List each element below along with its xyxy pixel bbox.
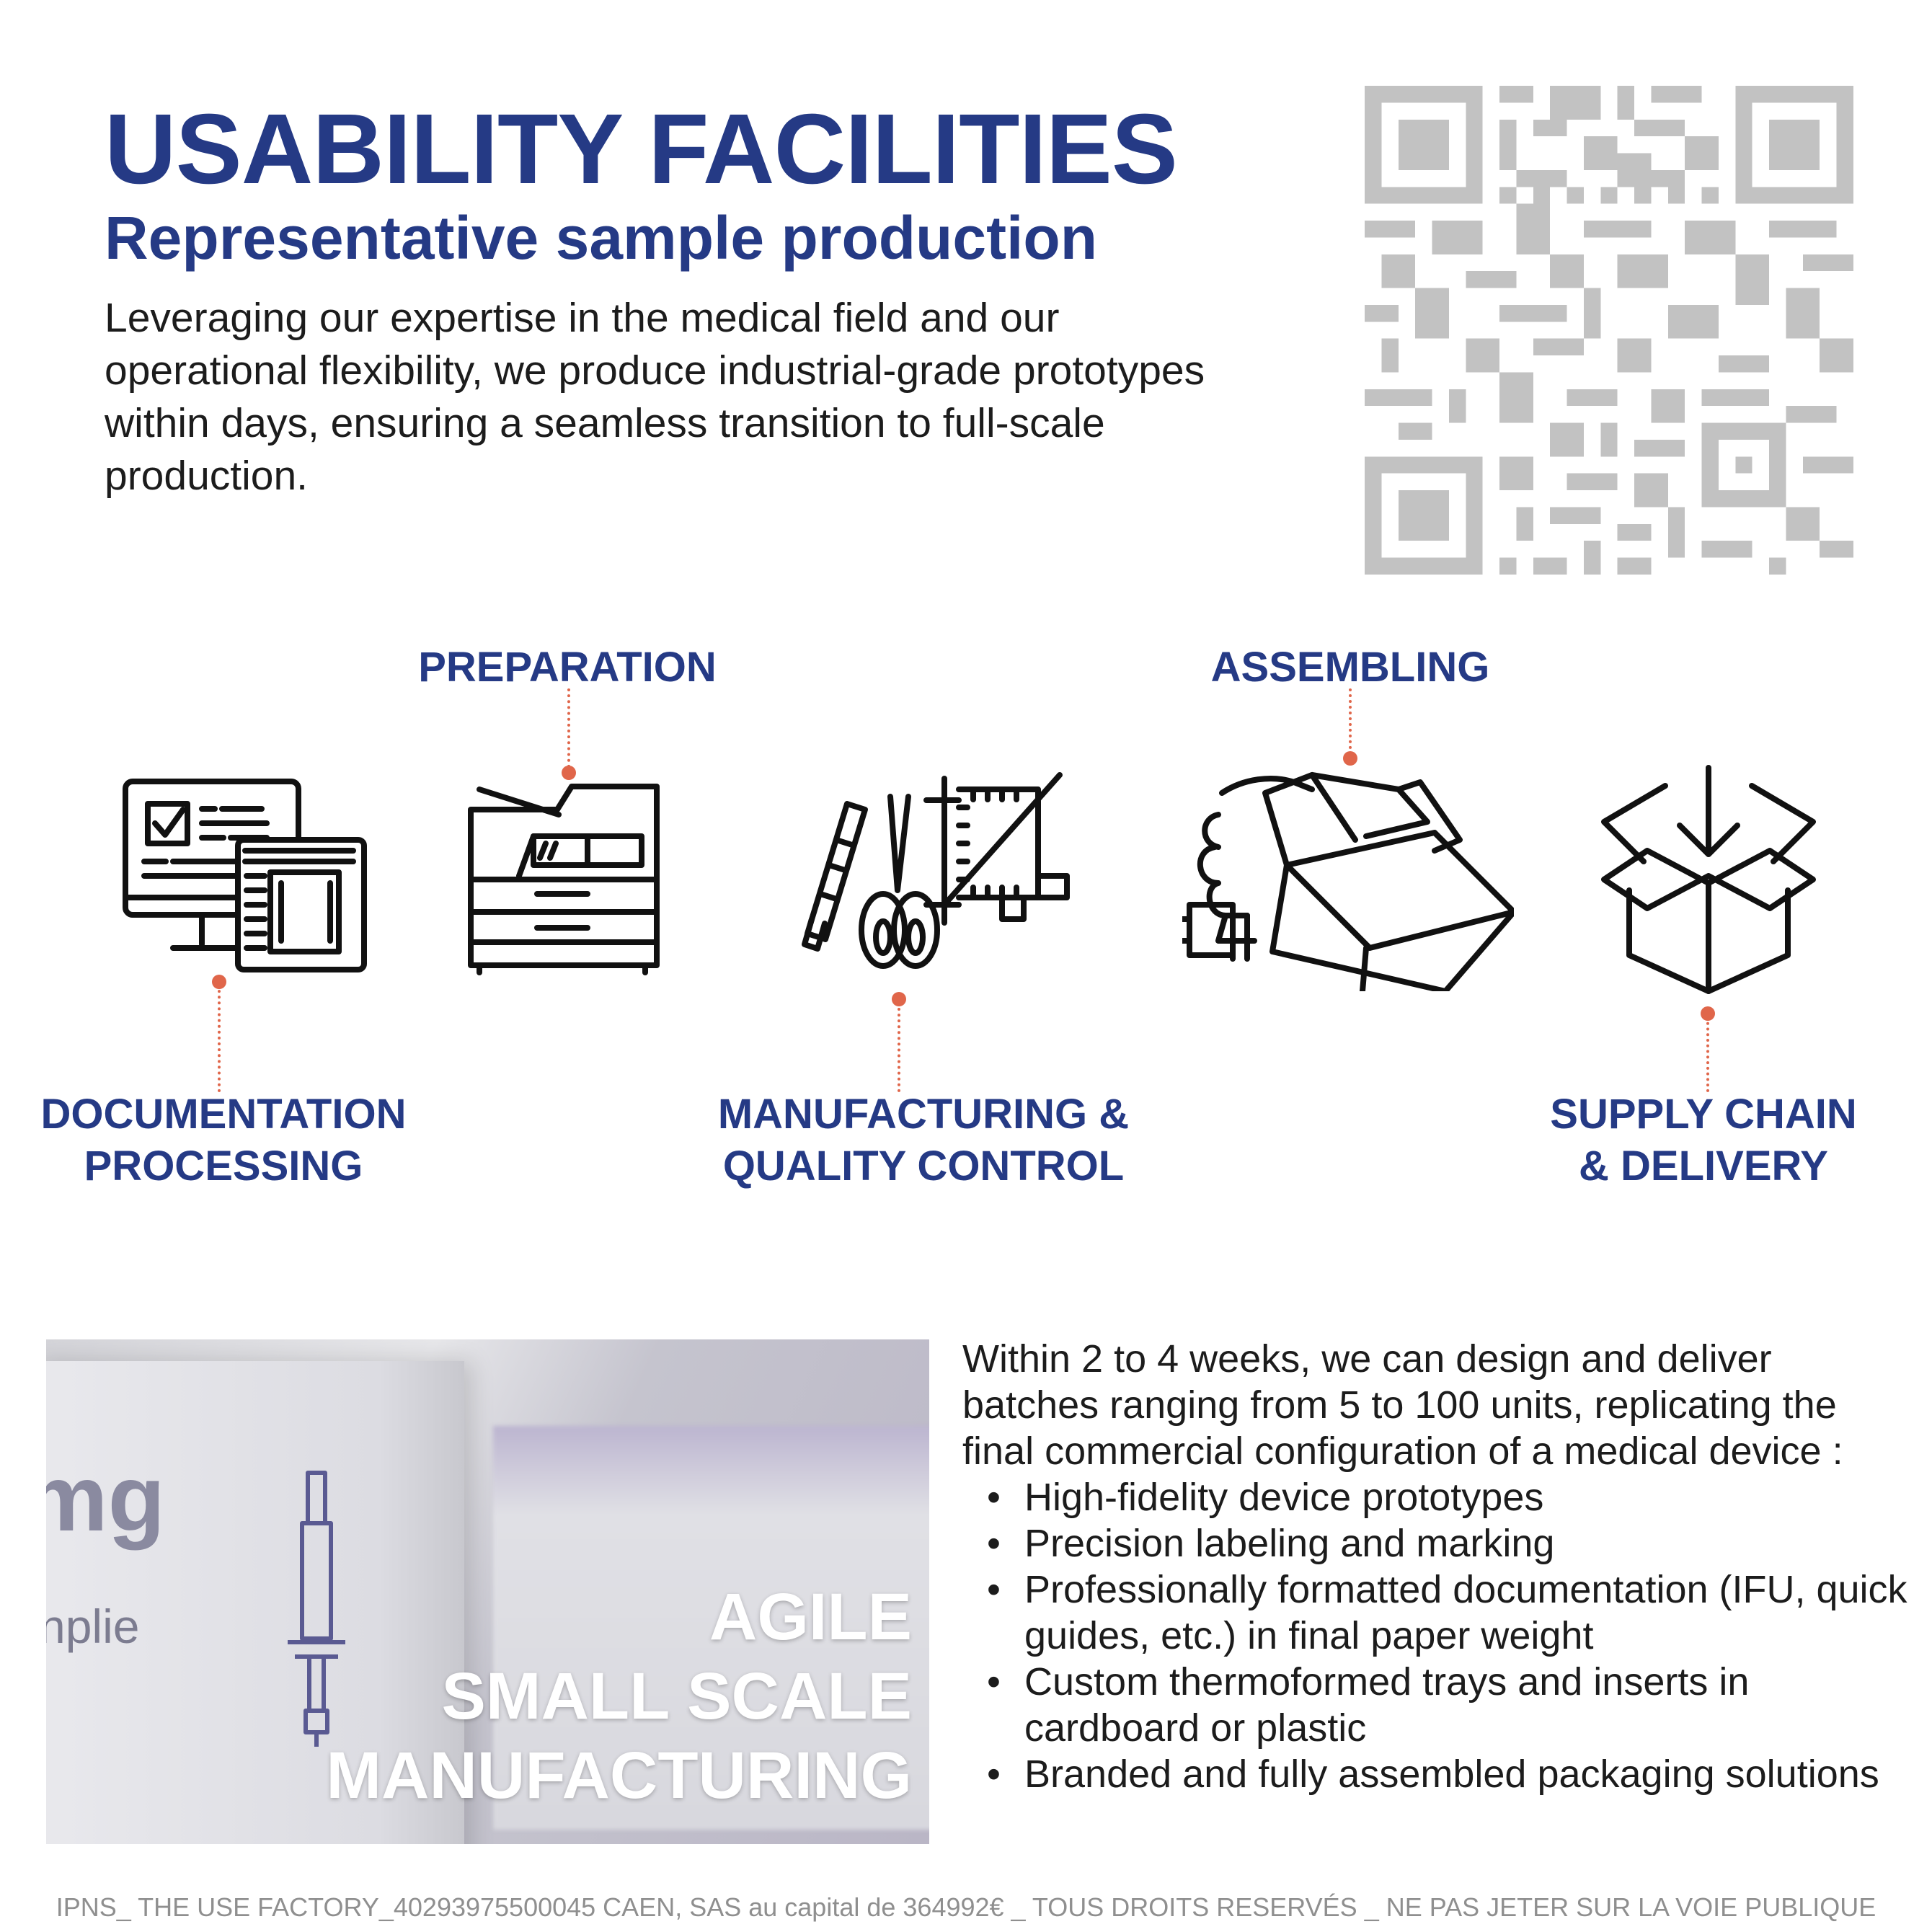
foreground-box bbox=[46, 1361, 464, 1844]
list-item: Branded and fully assembled packaging so… bbox=[962, 1751, 1914, 1797]
step-label-assembling: ASSEMBLING bbox=[1211, 642, 1490, 694]
product-photo: mg nplie AGILE SMALL SCALE MANUFACTURING bbox=[46, 1339, 929, 1844]
step-label-documentation: DOCUMENTATION PROCESSING bbox=[41, 1089, 407, 1192]
step-label-line: PROCESSING bbox=[84, 1143, 363, 1189]
hand-box-icon bbox=[1182, 772, 1514, 991]
computer-documents-icon bbox=[123, 779, 367, 972]
printer-icon bbox=[468, 784, 660, 975]
syringe-icon bbox=[288, 1471, 345, 1747]
connector-dot bbox=[1701, 1006, 1715, 1021]
connector-line bbox=[1706, 1016, 1709, 1092]
list-item: High-fidelity device prototypes bbox=[962, 1474, 1914, 1520]
intro-paragraph: Leveraging our expertise in the medical … bbox=[105, 295, 1205, 499]
step-label-line: SUPPLY CHAIN bbox=[1550, 1091, 1857, 1138]
connector-line bbox=[567, 688, 570, 768]
step-label-supply-chain: SUPPLY CHAIN & DELIVERY bbox=[1550, 1089, 1856, 1192]
step-label-line: MANUFACTURING & bbox=[717, 1091, 1130, 1138]
cutting-tools-icon bbox=[802, 772, 1070, 969]
connector-line bbox=[898, 1002, 900, 1092]
step-label-line: DOCUMENTATION bbox=[40, 1091, 407, 1138]
step-label-line: QUALITY CONTROL bbox=[722, 1143, 1125, 1189]
step-label-line: & DELIVERY bbox=[1579, 1143, 1828, 1189]
connector-line bbox=[218, 984, 221, 1092]
details-bullet-list: High-fidelity device prototypes Precisio… bbox=[962, 1474, 1914, 1797]
connector-line bbox=[1349, 688, 1352, 761]
page-title: USABILITY FACILITIES bbox=[105, 94, 1178, 205]
box-delivery-icon bbox=[1601, 765, 1816, 994]
details-intro: Within 2 to 4 weeks, we can design and d… bbox=[962, 1337, 1843, 1473]
page-subtitle: Representative sample production bbox=[105, 204, 1098, 272]
caption-line: SMALL SCALE bbox=[441, 1660, 912, 1733]
step-label-manufacturing: MANUFACTURING & QUALITY CONTROL bbox=[718, 1089, 1129, 1192]
footer-legal-text: IPNS_ THE USE FACTORY_40293975500045 CAE… bbox=[56, 1892, 1876, 1922]
caption-line: AGILE bbox=[709, 1580, 912, 1654]
step-label-preparation: PREPARATION bbox=[418, 642, 717, 694]
step-label-line: PREPARATION bbox=[418, 644, 717, 691]
list-item: Professionally formatted documentation (… bbox=[962, 1567, 1914, 1659]
connector-dot bbox=[562, 766, 576, 780]
box-text: mg bbox=[46, 1445, 165, 1551]
details-section: Within 2 to 4 weeks, we can design and d… bbox=[962, 1336, 1914, 1797]
connector-dot bbox=[892, 992, 906, 1006]
caption-line: MANUFACTURING bbox=[326, 1739, 912, 1812]
box-text: nplie bbox=[46, 1600, 140, 1653]
photo-caption: AGILE SMALL SCALE MANUFACTURING bbox=[326, 1577, 912, 1815]
connector-dot bbox=[212, 975, 226, 989]
step-label-line: ASSEMBLING bbox=[1210, 644, 1490, 691]
qr-code bbox=[1365, 86, 1853, 575]
background-box bbox=[493, 1426, 929, 1830]
connector-dot bbox=[1343, 751, 1357, 766]
list-item: Precision labeling and marking bbox=[962, 1520, 1914, 1567]
list-item: Custom thermoformed trays and inserts in… bbox=[962, 1659, 1914, 1751]
